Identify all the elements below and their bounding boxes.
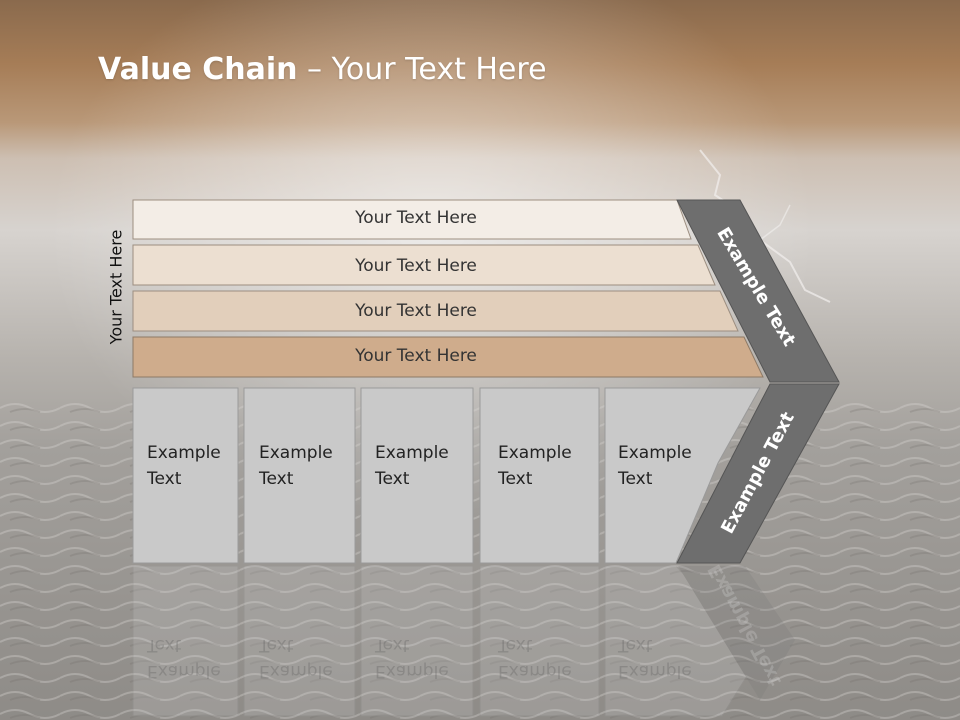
activity-box-2 bbox=[243, 387, 356, 564]
band-1-label: Your Text Here bbox=[355, 208, 477, 228]
band-2 bbox=[132, 244, 716, 286]
diagram-reflection bbox=[132, 565, 795, 717]
activity-box-3 bbox=[360, 387, 474, 564]
band-2-label: Your Text Here bbox=[355, 256, 477, 276]
margin-arrow-top bbox=[676, 199, 840, 383]
band-4 bbox=[132, 336, 764, 378]
band-3-label: Your Text Here bbox=[355, 301, 477, 321]
title-bold: Value Chain bbox=[98, 52, 298, 87]
margin-arrow-bottom bbox=[676, 383, 840, 564]
activity-box-1 bbox=[132, 387, 239, 564]
title-rest: – Your Text Here bbox=[297, 52, 547, 87]
band-1 bbox=[132, 199, 692, 240]
band-3 bbox=[132, 290, 739, 332]
activity-box-4 bbox=[479, 387, 600, 564]
page-title: Value Chain – Your Text Here bbox=[98, 52, 547, 87]
activity-box-5 bbox=[604, 387, 761, 564]
band-4-label: Your Text Here bbox=[355, 346, 477, 366]
